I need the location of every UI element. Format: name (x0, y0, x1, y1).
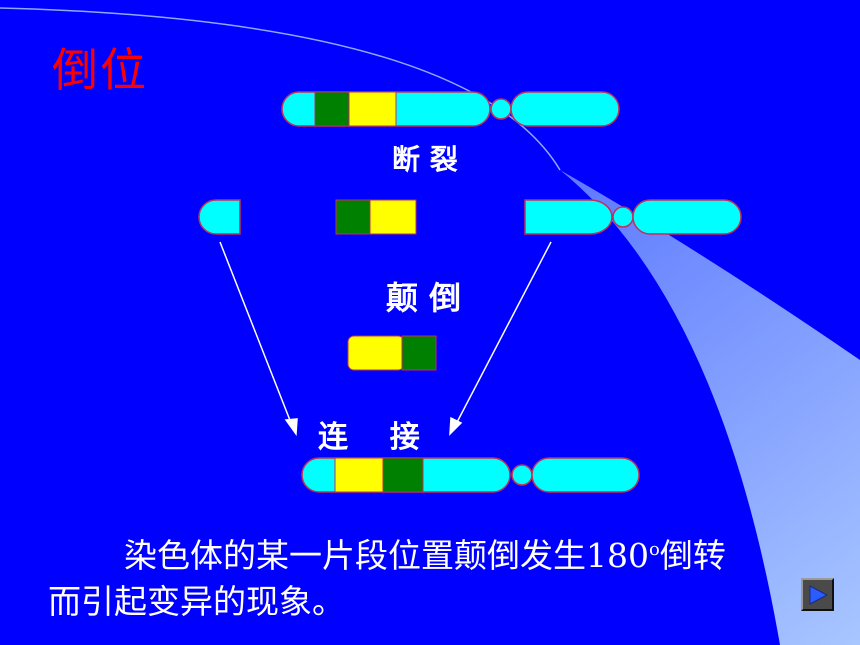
fragment-right-arm (524, 199, 613, 235)
result-centromere (511, 464, 533, 486)
arrow-right-head (449, 416, 463, 436)
arrow-left-head (284, 418, 298, 437)
label-invert: 颠 倒 (386, 279, 462, 317)
result-segment-dark (382, 457, 424, 493)
fragment-segment-light (369, 199, 417, 235)
label-break: 断 裂 (392, 143, 458, 176)
original-chromosome (281, 91, 620, 127)
description-text: 染色体的某一片段位置颠倒发生180o倒转 而引起变异的现象。 (48, 527, 838, 625)
fragment-left-end (198, 199, 241, 235)
chromosome-arm-right (510, 91, 620, 127)
light-beam-edge (0, 7, 561, 171)
inverted-segment (347, 335, 437, 371)
arrow-right-line (453, 241, 552, 429)
next-slide-button[interactable] (801, 578, 834, 611)
result-arm-right (531, 457, 640, 493)
join-arrows (219, 241, 552, 437)
broken-chromosome (198, 199, 742, 235)
arrow-left-line (219, 241, 294, 429)
centromere (490, 98, 512, 120)
inverted-segment-light (347, 335, 405, 371)
inverted-segment-dark (401, 335, 437, 371)
inverted-chromosome (301, 457, 640, 493)
description-line1: 染色体的某一片段位置颠倒发生180 (124, 536, 649, 575)
degree-mark: o (649, 539, 660, 560)
fragment-long-arm (632, 199, 742, 235)
light-beam-shape (0, 8, 860, 645)
play-next-icon (809, 585, 829, 605)
fragment-centromere (612, 206, 634, 228)
slide-title: 倒位 (52, 43, 148, 97)
description-line1-end: 倒转 (659, 536, 726, 575)
fragment-segment-dark (335, 199, 373, 235)
result-segment-light (334, 457, 386, 493)
segment-light (348, 91, 397, 127)
segment-dark (314, 91, 352, 127)
label-join: 连 接 (318, 420, 420, 455)
description-line2: 而引起变异的现象。 (48, 582, 345, 621)
